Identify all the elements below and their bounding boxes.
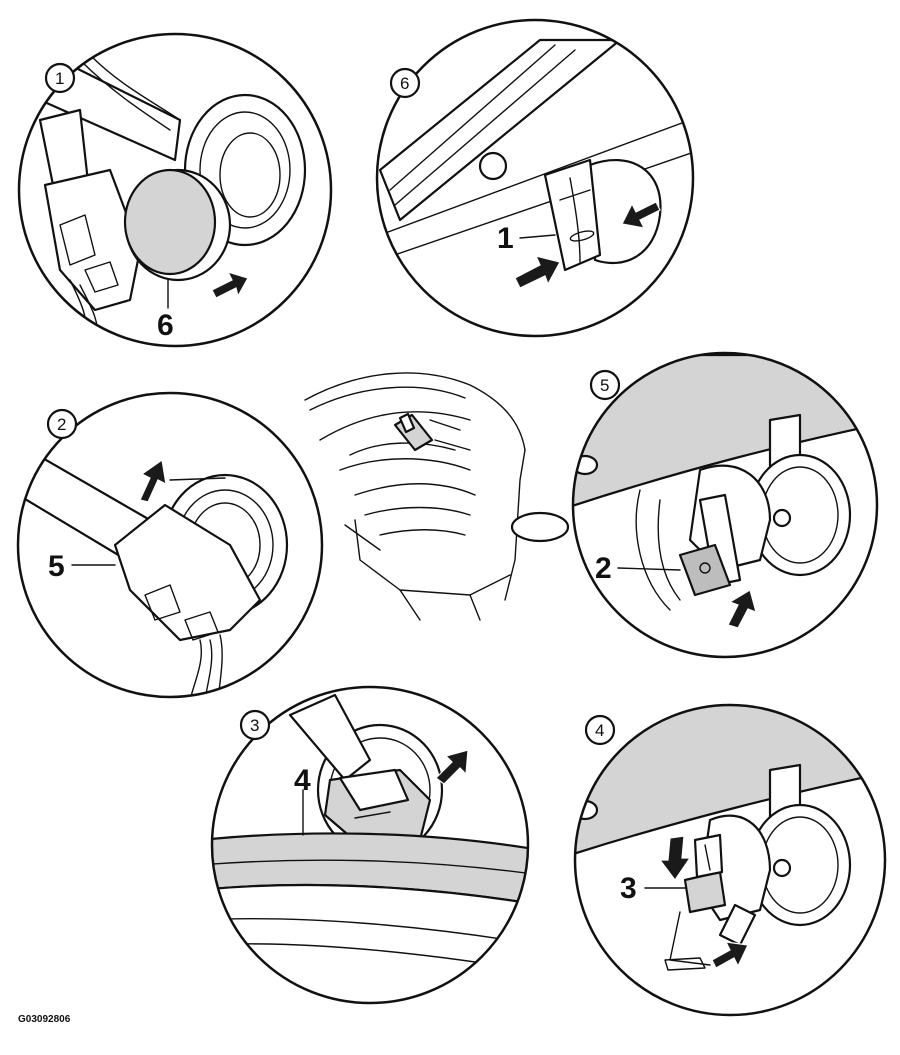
panel-step-6: 1 6 [375,18,695,338]
step-badge [389,67,421,99]
step-number: 6 [400,74,409,93]
step-badge [46,408,78,440]
step-badge [589,369,621,401]
callout-label: 1 [497,222,514,255]
step-badge [44,62,76,94]
step-number: 5 [600,376,609,395]
callout-label: 5 [48,550,65,583]
step-number: 2 [57,415,66,434]
vehicle-overview-sketch [304,372,570,621]
lift-arrow-icon [139,458,167,503]
callout-label: 6 [157,309,174,342]
figure-id: G03092806 [18,1014,71,1025]
callout-label: 4 [294,764,311,797]
panel-step-1: 6 1 [17,32,333,348]
callout-label: 2 [595,552,612,585]
panel-step-5: 2 5 [571,351,879,659]
step-badge [239,709,271,741]
callout-label: 3 [620,872,637,905]
push-arrow-icon [711,941,749,969]
step-number: 3 [250,716,259,735]
panel-step-2: 5 2 [16,391,324,699]
panel-step-3: 4 3 [210,685,530,1005]
step-number: 1 [55,69,64,88]
down-arrow-icon [658,835,692,882]
twist-arrow-icon [435,749,469,785]
panel-step-4: 3 4 [573,703,887,1017]
step-badge [584,714,616,746]
push-arrow-icon [211,271,249,299]
squeeze-arrow-left-icon [514,255,561,289]
push-arrow-icon [727,589,757,629]
step-number: 4 [595,721,604,740]
squeeze-arrow-right-icon [621,201,661,229]
